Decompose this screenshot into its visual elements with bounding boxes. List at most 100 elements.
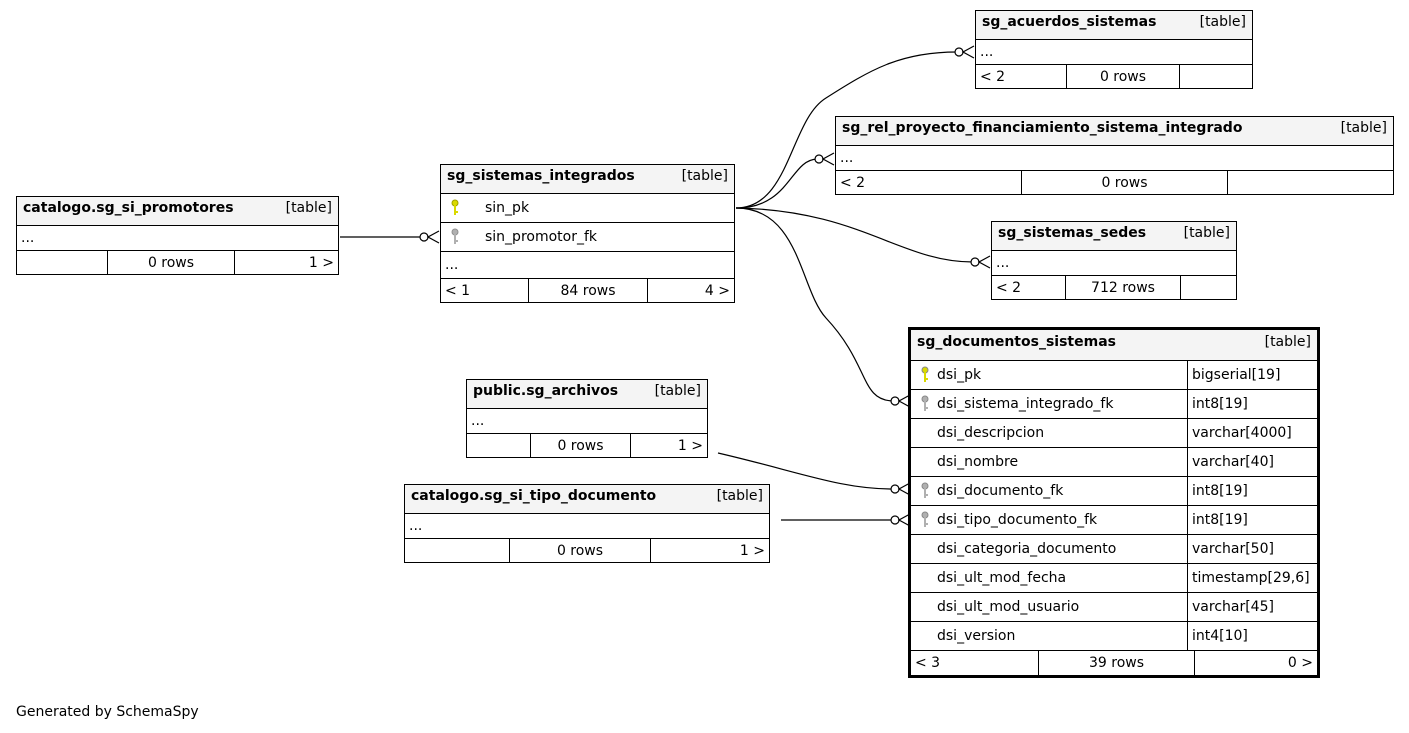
columns-ellipsis: ... [836, 146, 1393, 171]
table-name: sg_acuerdos_sistemas [982, 14, 1157, 30]
column-row: dsi_tipo_documento_fk int8[19] [911, 506, 1317, 535]
table-acuerdos-sistemas[interactable]: sg_acuerdos_sistemas [table] ... < 2 0 r… [975, 10, 1253, 89]
column-name: dsi_descripcion [937, 425, 1045, 441]
column-name: dsi_pk [937, 367, 982, 383]
table-name: sg_sistemas_integrados [447, 168, 635, 184]
pk-icon [449, 199, 461, 217]
column-row: dsi_pk bigserial[19] [911, 361, 1317, 390]
footer-parents [17, 251, 107, 274]
table-header: sg_rel_proyecto_financiamiento_sistema_i… [836, 117, 1393, 146]
column-name: sin_pk [485, 200, 530, 216]
footer-children [1180, 276, 1236, 299]
columns-ellipsis: ... [467, 409, 707, 434]
footer-row-count: 0 rows [509, 539, 650, 562]
table-archivos[interactable]: public.sg_archivos [table] ... 0 rows 1 … [466, 379, 708, 458]
column-type: varchar[50] [1192, 541, 1274, 557]
table-header: catalogo.sg_si_tipo_documento [table] [405, 485, 769, 514]
generator-caption: Generated by SchemaSpy [16, 704, 199, 720]
column-name: dsi_sistema_integrado_fk [937, 396, 1114, 412]
column-name: dsi_ult_mod_fecha [937, 570, 1067, 586]
columns-ellipsis: ... [441, 252, 734, 279]
column-row: dsi_descripcion varchar[4000] [911, 419, 1317, 448]
table-header: catalogo.sg_si_promotores [table] [17, 197, 338, 226]
footer-row-count: 712 rows [1065, 276, 1180, 299]
fk-icon [449, 228, 461, 246]
table-footer: 0 rows 1 > [405, 539, 769, 562]
column-list: dsi_pk bigserial[19] dsi_sistema_integrado… [911, 361, 1317, 651]
table-name: sg_sistemas_sedes [998, 225, 1147, 241]
table-footer: 0 rows 1 > [17, 251, 338, 274]
key-placeholder [919, 540, 931, 558]
table-name: public.sg_archivos [473, 383, 619, 399]
table-header: sg_documentos_sistemas [table] [911, 330, 1317, 361]
footer-children [1227, 171, 1393, 194]
column-row: dsi_nombre varchar[40] [911, 448, 1317, 477]
footer-parents [405, 539, 509, 562]
optional-marker [954, 47, 964, 57]
pk-icon [919, 366, 931, 384]
footer-children [1179, 65, 1252, 88]
column-type: int4[10] [1192, 628, 1248, 644]
footer-row-count: 0 rows [1021, 171, 1227, 194]
column-name: dsi_nombre [937, 454, 1019, 470]
column-name: sin_promotor_fk [485, 229, 598, 245]
footer-parents: < 2 [980, 68, 1006, 85]
footer-children: 1 > [630, 434, 707, 457]
table-header: sg_acuerdos_sistemas [table] [976, 11, 1252, 40]
crowfoot-marker [821, 152, 835, 166]
table-name: sg_documentos_sistemas [917, 334, 1116, 350]
table-sistemas-sedes[interactable]: sg_sistemas_sedes [table] ... < 2 712 ro… [991, 221, 1237, 300]
table-sistemas-integrados[interactable]: sg_sistemas_integrados [table] sin_pk si… [440, 164, 735, 303]
fk-icon [919, 511, 931, 529]
footer-row-count: 0 rows [530, 434, 630, 457]
optional-marker [419, 232, 429, 242]
table-name: sg_rel_proyecto_financiamiento_sistema_i… [842, 120, 1243, 136]
edge-integrados-rel-proyecto [735, 158, 818, 209]
column-row: sin_promotor_fk [441, 223, 734, 252]
columns-ellipsis: ... [976, 40, 1252, 65]
table-kind: [table] [1264, 334, 1311, 350]
column-name: dsi_categoria_documento [937, 541, 1117, 557]
optional-marker [890, 515, 900, 525]
column-row: sin_pk [441, 194, 734, 223]
optional-marker [890, 396, 900, 406]
column-type: bigserial[19] [1192, 367, 1281, 383]
column-type: int8[19] [1192, 512, 1248, 528]
optional-marker [814, 154, 824, 164]
columns-ellipsis: ... [405, 514, 769, 539]
column-name: dsi_documento_fk [937, 483, 1064, 499]
footer-children: 1 > [650, 539, 769, 562]
table-tipo-documento[interactable]: catalogo.sg_si_tipo_documento [table] ..… [404, 484, 770, 563]
table-kind: [table] [1199, 14, 1246, 30]
key-placeholder [919, 569, 931, 587]
table-footer: < 1 84 rows 4 > [441, 279, 734, 302]
table-footer: < 3 39 rows 0 > [911, 651, 1317, 675]
column-type: varchar[45] [1192, 599, 1274, 615]
table-kind: [table] [285, 200, 332, 216]
table-kind: [table] [681, 168, 728, 184]
table-documentos-sistemas[interactable]: sg_documentos_sistemas [table] dsi_pk big… [908, 327, 1320, 678]
crowfoot-marker [977, 255, 991, 269]
footer-parents: < 3 [915, 655, 941, 671]
table-rel-proyecto-financiamiento[interactable]: sg_rel_proyecto_financiamiento_sistema_i… [835, 116, 1394, 195]
footer-children: 4 > [647, 279, 734, 302]
edge-integrados-sedes [735, 207, 974, 263]
optional-marker [970, 257, 980, 267]
footer-row-count: 84 rows [528, 279, 647, 302]
fk-icon [919, 395, 931, 413]
table-promotores[interactable]: catalogo.sg_si_promotores [table] ... 0 … [16, 196, 339, 275]
footer-parents: < 2 [996, 279, 1022, 296]
column-type: varchar[40] [1192, 454, 1274, 470]
table-name: catalogo.sg_si_promotores [23, 200, 234, 216]
column-type: varchar[4000] [1192, 425, 1292, 441]
table-footer: 0 rows 1 > [467, 434, 707, 457]
key-placeholder [919, 453, 931, 471]
column-row: dsi_categoria_documento varchar[50] [911, 535, 1317, 564]
key-placeholder [919, 424, 931, 442]
footer-parents: < 1 [445, 282, 471, 299]
column-name: dsi_tipo_documento_fk [937, 512, 1098, 528]
edge-integrados-documentos [735, 207, 894, 402]
